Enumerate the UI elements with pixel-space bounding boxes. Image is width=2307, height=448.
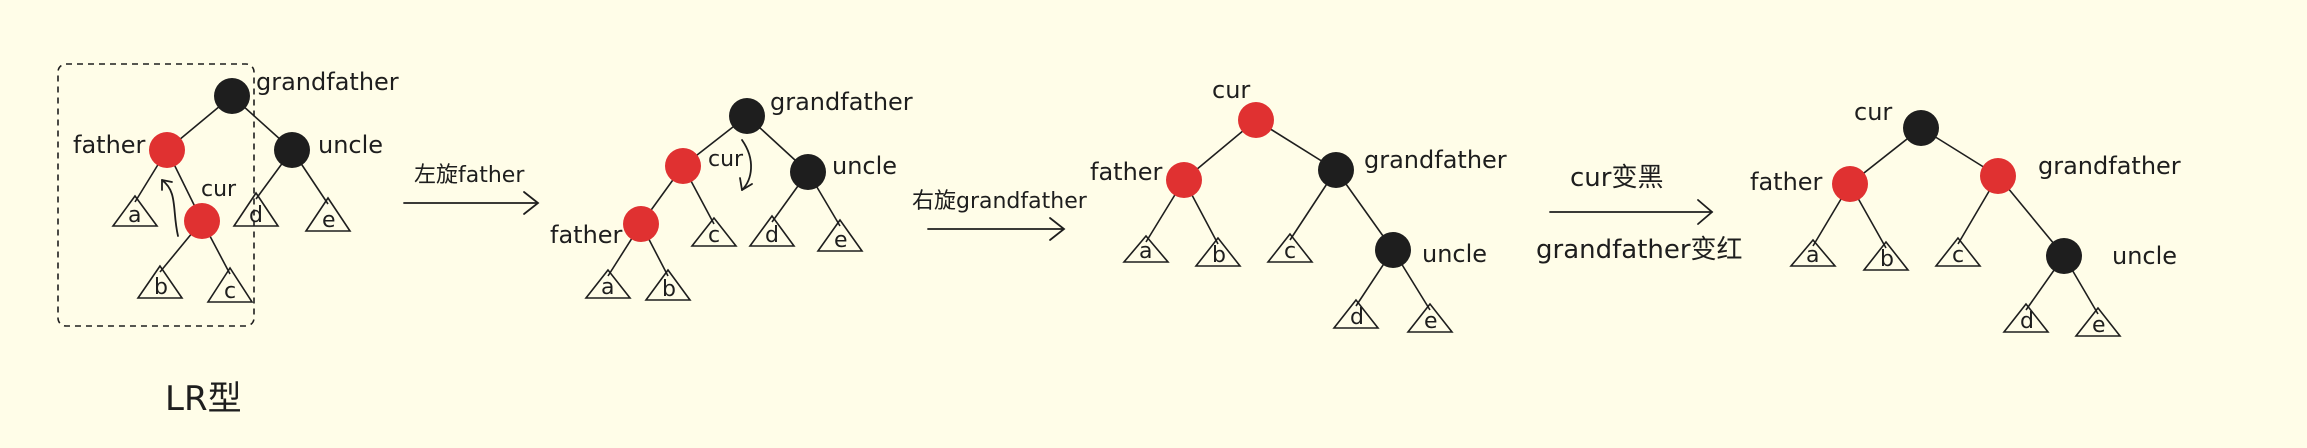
cur-label: cur xyxy=(1854,98,1892,126)
cur-node xyxy=(1238,102,1274,138)
uncle-node xyxy=(1375,232,1411,268)
subtree-a-label: a xyxy=(601,275,614,300)
grandfather-node xyxy=(1980,158,2016,194)
lr-case-dashed-box xyxy=(57,63,255,327)
subtree-b-triangle xyxy=(1194,236,1242,267)
stage-2-after-left-rotation: a b c d e grandfather cur uncle father xyxy=(550,88,913,302)
grandfather-label: grandfather xyxy=(770,88,913,116)
subtree-d-label: d xyxy=(249,203,263,228)
subtree-d-label: d xyxy=(1350,305,1364,330)
father-node xyxy=(623,206,659,242)
subtree-e-label: e xyxy=(2092,313,2106,338)
step-2-arrow: 右旋grandfather xyxy=(912,189,1088,241)
subtree-e-label: e xyxy=(1424,309,1438,334)
uncle-label: uncle xyxy=(1422,240,1487,268)
cur-label: cur xyxy=(201,177,237,202)
subtree-a-label: a xyxy=(1139,239,1152,264)
step-3-arrow: cur变黑 grandfather变红 xyxy=(1536,163,1743,265)
rotation-hint-arrowhead xyxy=(739,177,753,191)
grandfather-node xyxy=(214,78,250,114)
subtree-e-label: e xyxy=(834,228,848,253)
subtree-c-label: c xyxy=(1952,243,1964,268)
uncle-label: uncle xyxy=(832,152,897,180)
subtree-d-triangle xyxy=(748,214,796,247)
father-node xyxy=(1832,166,1868,202)
cur-label: cur xyxy=(1212,76,1250,104)
subtree-e-label: e xyxy=(322,208,336,233)
cur-label: cur xyxy=(708,147,744,172)
rotation-hint-arrowhead xyxy=(161,179,173,191)
step-1-label: 左旋father xyxy=(414,163,525,188)
subtree-a-triangle xyxy=(111,194,159,227)
grandfather-label: grandfather xyxy=(1364,146,1507,174)
rotation-hint-arrow xyxy=(741,139,752,191)
uncle-node xyxy=(274,132,310,168)
subtree-e-triangle xyxy=(2074,306,2122,337)
subtree-a-triangle xyxy=(1122,234,1170,263)
case-label: LR型 xyxy=(165,379,242,419)
step-3-label-bottom: grandfather变红 xyxy=(1536,235,1743,265)
grandfather-label: grandfather xyxy=(256,68,399,96)
subtree-b-triangle xyxy=(644,268,692,301)
father-node xyxy=(1166,162,1202,198)
subtree-b-label: b xyxy=(662,277,676,302)
father-label: father xyxy=(550,221,623,249)
father-node xyxy=(149,132,185,168)
grandfather-node xyxy=(729,98,765,134)
subtree-c-triangle xyxy=(206,266,254,303)
subtree-b-triangle xyxy=(1862,240,1910,271)
subtree-a-triangle xyxy=(584,268,632,299)
stage-1-initial-tree: a b c d e grandfather father uncle cur L… xyxy=(57,63,399,419)
subtree-b-label: b xyxy=(154,275,168,300)
subtree-e-triangle xyxy=(304,196,352,232)
subtree-c-label: c xyxy=(708,223,720,248)
stage-3-after-right-rotation: a b c d e cur father grandfather uncle xyxy=(1090,76,1507,334)
subtree-a-triangle xyxy=(1789,238,1837,267)
subtree-e-triangle xyxy=(816,218,864,252)
subtree-a-label: a xyxy=(128,203,141,228)
subtree-c-triangle xyxy=(1266,232,1314,263)
uncle-label: uncle xyxy=(318,131,383,159)
step-3-label-top: cur变黑 xyxy=(1570,163,1663,193)
father-label: father xyxy=(1750,168,1823,196)
father-label: father xyxy=(1090,158,1163,186)
subtree-d-triangle xyxy=(1332,298,1380,329)
rotation-hint-arrow xyxy=(161,179,179,237)
stage-4-after-recolor: a b c d e cur father grandfather uncle xyxy=(1750,98,2181,338)
step-2-label: 右旋grandfather xyxy=(912,189,1088,214)
subtree-d-triangle xyxy=(2002,302,2050,333)
subtree-b-label: b xyxy=(1880,247,1894,272)
grandfather-label: grandfather xyxy=(2038,152,2181,180)
subtree-e-triangle xyxy=(1406,302,1454,333)
subtree-b-label: b xyxy=(1212,243,1226,268)
subtree-b-triangle xyxy=(136,264,184,299)
step-1-arrowhead xyxy=(523,191,540,215)
step-1-arrow: 左旋father xyxy=(403,163,540,215)
subtree-c-triangle xyxy=(690,216,738,247)
subtree-d-label: d xyxy=(2020,309,2034,334)
uncle-label: uncle xyxy=(2112,242,2177,270)
grandfather-node xyxy=(1318,152,1354,188)
step-3-arrowhead xyxy=(1697,199,1714,225)
father-label: father xyxy=(73,131,146,159)
subtree-c-label: c xyxy=(1284,239,1296,264)
subtree-c-triangle xyxy=(1934,236,1982,267)
subtree-c-label: c xyxy=(224,279,236,304)
subtree-a-label: a xyxy=(1806,243,1819,268)
subtree-d-triangle xyxy=(232,191,280,227)
uncle-node xyxy=(2046,238,2082,274)
cur-node xyxy=(665,148,701,184)
subtree-d-label: d xyxy=(765,223,779,248)
uncle-node xyxy=(790,154,826,190)
cur-node xyxy=(184,203,220,239)
cur-node xyxy=(1903,110,1939,146)
step-2-arrowhead xyxy=(1049,217,1066,241)
